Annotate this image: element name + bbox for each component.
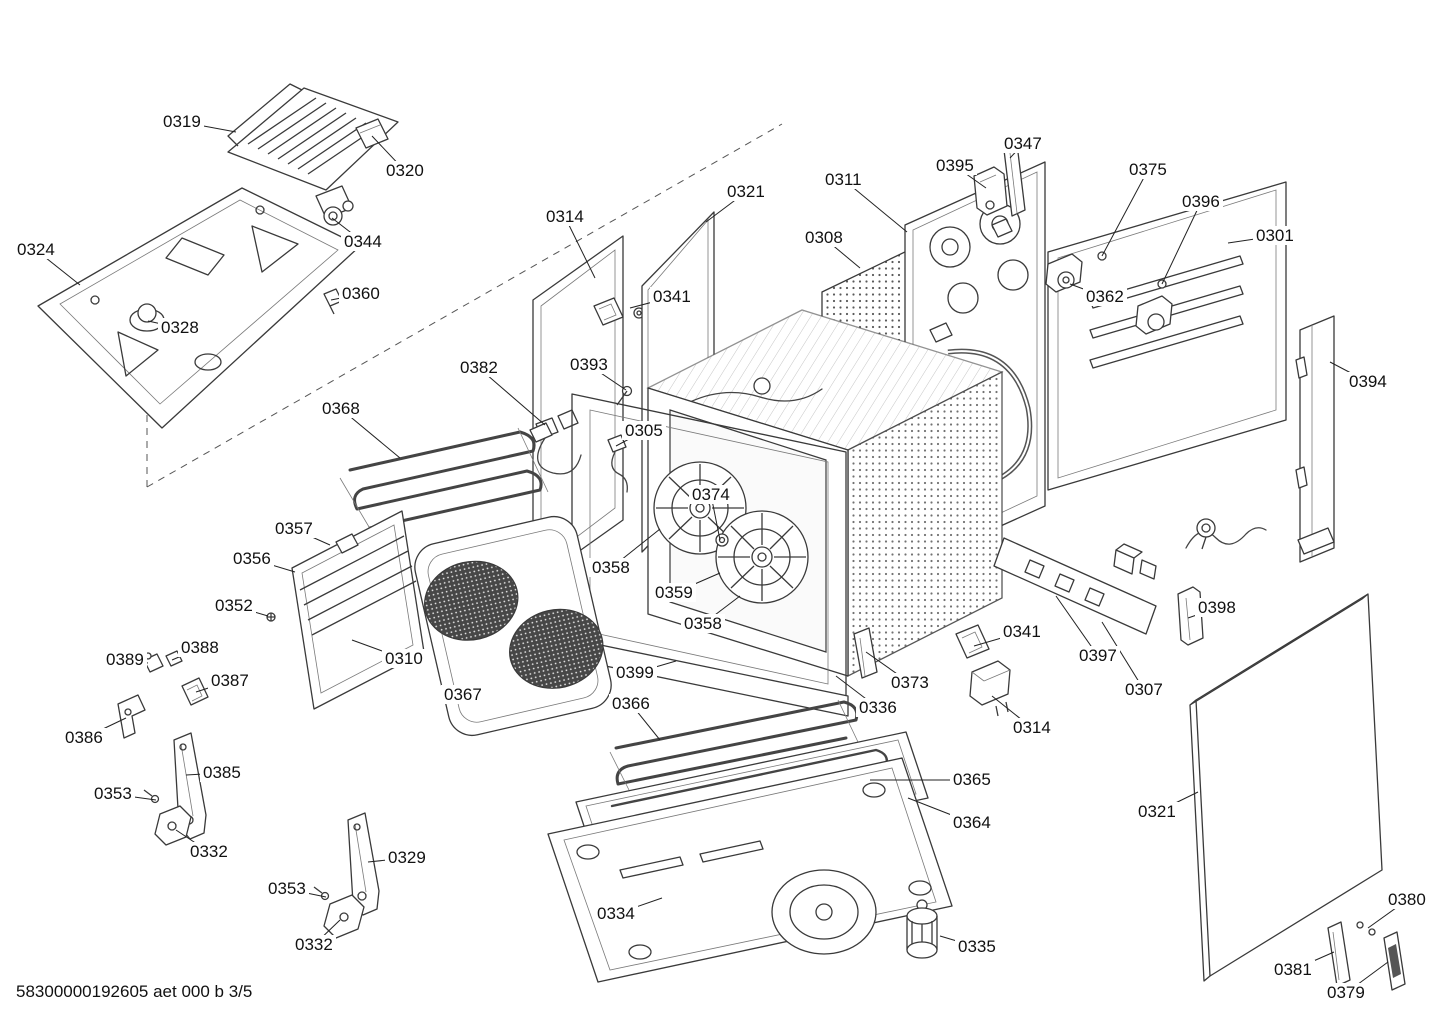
motor-0335 (906, 899, 938, 959)
leader-line-0320-1 (371, 135, 406, 172)
leader-line-0388-29 (171, 647, 201, 661)
leader-line-0336-45 (835, 675, 879, 709)
leader-line-0398-49 (1187, 607, 1218, 619)
leader-line-0358-28 (702, 595, 741, 625)
switch-module-0341 (593, 297, 624, 326)
leader-line-0308-14 (823, 237, 861, 269)
leader-line-0332-42 (313, 919, 341, 946)
leader-line-0341-46 (973, 631, 1023, 647)
leader-line-0307-50 (1101, 621, 1145, 691)
leader-line-0328-5 (147, 320, 181, 329)
leader-line-0344-3 (331, 217, 364, 243)
leader-line-0387-31 (195, 680, 231, 693)
leader-line-0397-48 (1055, 595, 1099, 657)
leader-line-0393-19 (588, 364, 627, 391)
bracket-0395 (973, 166, 1008, 216)
leader-line-0352-25 (233, 605, 269, 617)
grill-element-0368 (339, 422, 553, 533)
leader-line-0399-34 (634, 660, 677, 674)
leader-line-0358-26 (610, 528, 661, 569)
oven-cavity (646, 309, 1004, 678)
leader-line-0386-36 (83, 717, 127, 739)
side-rail-0394 (1295, 315, 1335, 563)
leader-line-0324-2 (35, 249, 81, 286)
leader-line-0367-33 (462, 694, 479, 697)
main-top-panel (37, 187, 361, 429)
leader-line-0366-35 (630, 703, 661, 741)
leader-line-0319-0 (181, 121, 237, 133)
rear-small-parts (973, 143, 1026, 238)
leader-line-0394-17 (1329, 361, 1369, 383)
right-small-brackets (1327, 921, 1406, 991)
left-hinge-hardware (117, 650, 380, 939)
leader-line-0321-54 (1156, 791, 1199, 813)
leader-line-0362-16 (1069, 283, 1106, 298)
leader-line-0382-18 (478, 367, 546, 426)
leader-line-0341-15 (629, 296, 673, 309)
bracket-0386 (117, 694, 146, 739)
leader-line-0353-41 (286, 888, 327, 898)
leader-line-0356-24 (251, 558, 296, 573)
door-mesh-oval-1 (424, 560, 519, 641)
leader-line-0374-22 (710, 494, 721, 541)
bracket-0373 (853, 627, 878, 679)
door-mesh-oval-2 (509, 608, 604, 689)
leader-line-0310-32 (351, 639, 405, 660)
leader-line-0368-20 (340, 408, 401, 459)
leader-line-0347-10 (1009, 143, 1024, 159)
plate-0387 (181, 677, 209, 706)
door-panel-0367 (414, 515, 612, 737)
lower-element-0366 (609, 699, 859, 793)
leader-line-0359-27 (673, 572, 721, 594)
outer-door-glass (1189, 593, 1383, 982)
leader-line-0380-55 (1367, 899, 1408, 929)
leader-line-0375-11 (1101, 169, 1149, 257)
leader-line-0353-38 (112, 793, 157, 801)
leader-line-0311-8 (843, 179, 908, 233)
leader-line-0395-9 (954, 165, 987, 189)
screw-0380-a (1356, 921, 1364, 929)
leader-line-0332-39 (175, 829, 210, 853)
leader-line-0360-4 (330, 293, 362, 301)
leader-line-0364-52 (907, 797, 973, 824)
clip-0357 (335, 533, 359, 554)
leader-line-0314-47 (991, 695, 1033, 729)
leader-line-0334-43 (615, 897, 663, 915)
leader-line-0389-30 (124, 659, 149, 664)
cavity-side-parts (853, 624, 1011, 717)
document-number: 58300000192605 aet 000 b 3/5 (16, 982, 253, 1001)
leader-line-0379-57 (1345, 961, 1389, 994)
leader-line-0314-6 (564, 216, 596, 279)
bottom-tray-0334 (547, 757, 953, 983)
hinge-bracket-0332-b (323, 894, 365, 939)
leader-line-0357-23 (293, 528, 331, 546)
leader-line-0385-37 (185, 772, 223, 776)
leader-line-0396-12 (1161, 201, 1202, 285)
top-vent-assembly (227, 83, 399, 315)
leader-line-0301-13 (1227, 235, 1276, 244)
leader-line-0321-7 (705, 191, 747, 223)
leader-line-0335-53 (939, 935, 978, 948)
leader-line-0329-40 (367, 857, 408, 863)
fan-wheel-2 (715, 510, 809, 604)
module-0341-b (955, 624, 990, 659)
screw-0380-b (1368, 928, 1376, 936)
leader-line-0305-21 (615, 430, 645, 447)
leader-line-0373-44 (865, 651, 911, 684)
leader-line-0381-56 (1292, 951, 1335, 971)
relay-0314-b (969, 660, 1011, 706)
